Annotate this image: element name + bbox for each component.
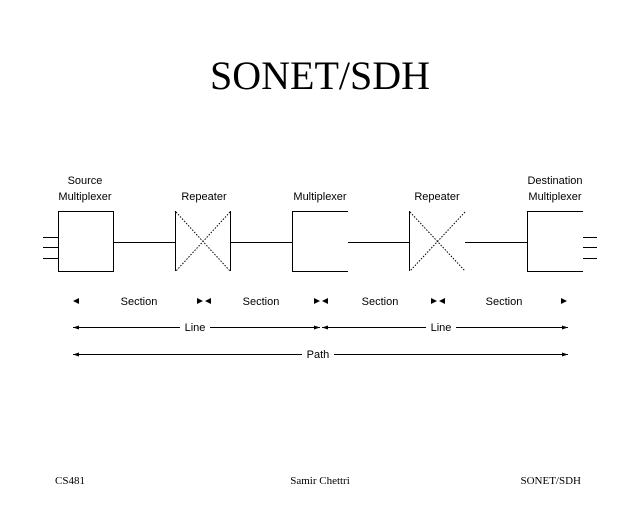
path-label: Path xyxy=(307,349,330,361)
add-drop-multiplexer xyxy=(292,211,348,272)
section-label-1: Section xyxy=(121,296,158,308)
footer-course: CS481 xyxy=(55,475,85,487)
line-label-1: Line xyxy=(185,322,206,334)
repeater2-label: Repeater xyxy=(414,191,460,203)
section-markers xyxy=(73,298,567,304)
repeater1-label: Repeater xyxy=(181,191,227,203)
line-label-2: Line xyxy=(431,322,452,334)
source-multiplexer xyxy=(43,211,114,272)
destination-label-2: Multiplexer xyxy=(528,191,582,203)
source-label-2: Multiplexer xyxy=(58,191,112,203)
footer-author: Samir Chettri xyxy=(290,475,350,487)
destination-label-1: Destination xyxy=(527,175,582,187)
footer-topic: SONET/SDH xyxy=(520,475,581,487)
section-label-3: Section xyxy=(362,296,399,308)
repeater-2 xyxy=(409,211,466,272)
multiplexer-label: Multiplexer xyxy=(293,191,347,203)
source-label-1: Source xyxy=(68,175,103,187)
repeater-1 xyxy=(175,211,231,272)
destination-multiplexer xyxy=(527,211,597,272)
section-label-2: Section xyxy=(243,296,280,308)
section-label-4: Section xyxy=(486,296,523,308)
slide-title: SONET/SDH xyxy=(210,53,430,98)
